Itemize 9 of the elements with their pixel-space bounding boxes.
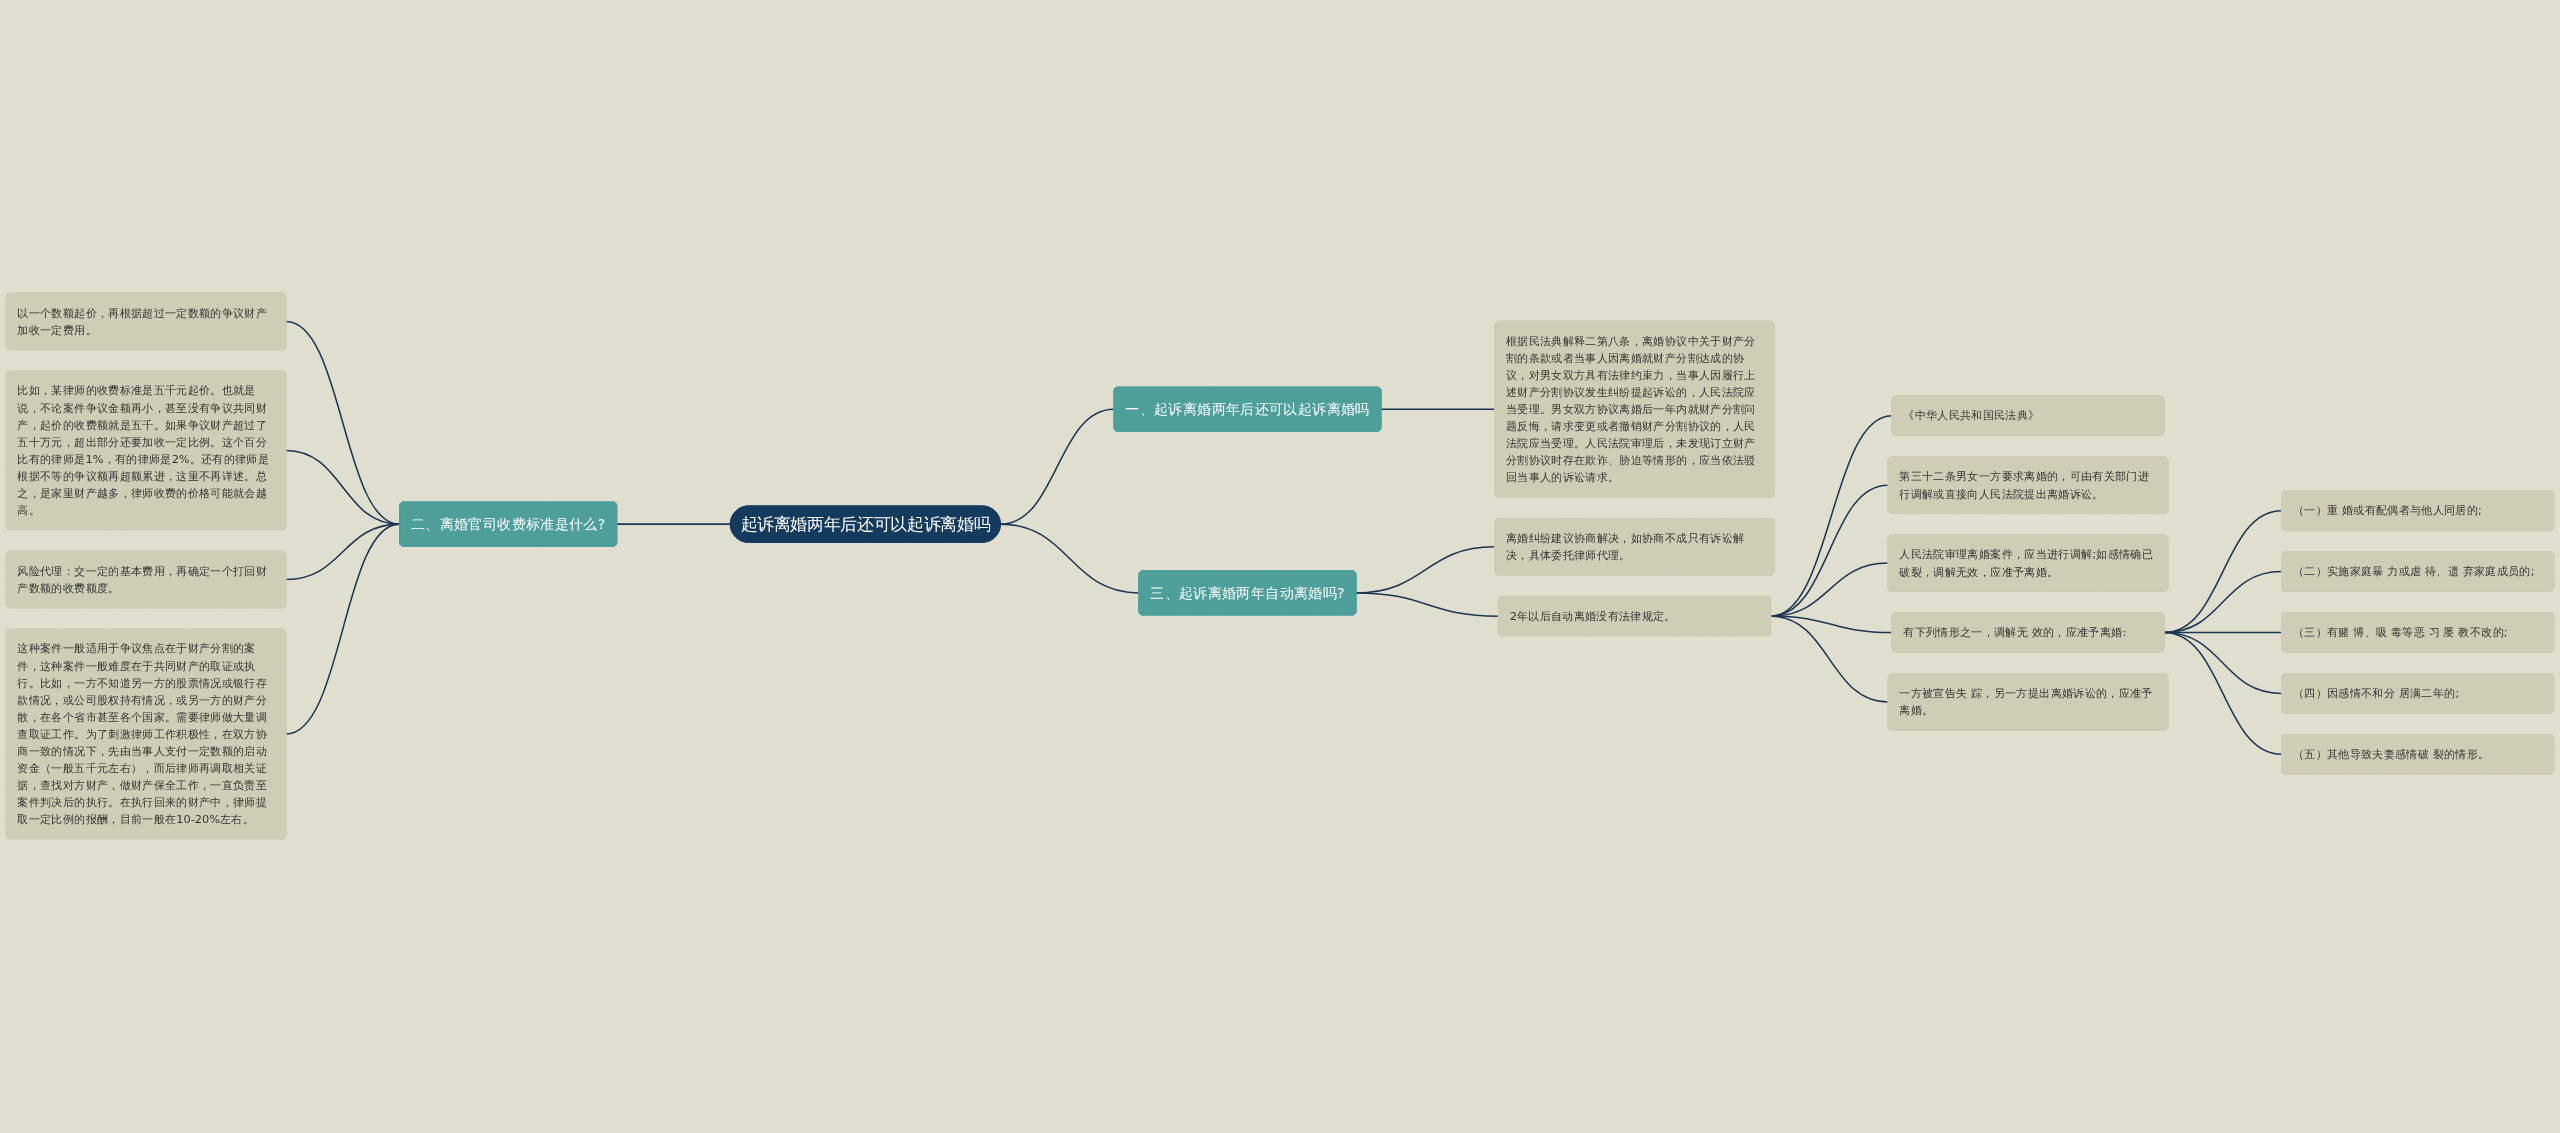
- connector: [2163, 632, 2283, 756]
- connector: [1380, 408, 1496, 411]
- connector: [285, 523, 401, 736]
- connector: [1770, 615, 1893, 634]
- connector: [285, 523, 401, 581]
- connector: [1770, 615, 1889, 704]
- connector: [616, 523, 732, 526]
- connector: [1355, 592, 1500, 618]
- connector: [999, 523, 1140, 595]
